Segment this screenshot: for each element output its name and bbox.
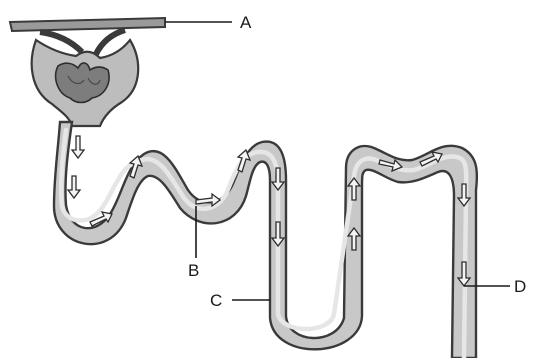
label-b: B — [188, 261, 199, 280]
label-c: C — [210, 291, 222, 310]
label-a: A — [240, 13, 252, 32]
flow-arrow — [68, 176, 80, 198]
renal-tubule — [54, 122, 477, 358]
flow-arrow — [72, 136, 84, 158]
label-d: D — [514, 277, 526, 296]
